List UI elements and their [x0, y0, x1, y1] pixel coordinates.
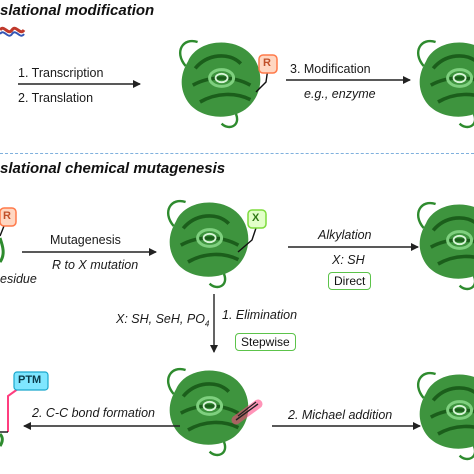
label-mutation: R to X mutation: [52, 258, 139, 272]
label-michael: 2. Michael addition: [288, 408, 393, 422]
mrna-strand: [0, 26, 26, 34]
residue-side-chain: [0, 225, 5, 237]
label-modification: 3. Modification: [290, 62, 371, 76]
badge-r-2-label: R: [3, 210, 11, 222]
section1-title: slational modification: [0, 2, 155, 19]
label-translation: 2. Translation: [18, 91, 94, 105]
label-x-list-subscript: 4: [204, 319, 210, 329]
label-elimination: 1. Elimination: [222, 308, 298, 322]
label-residue: esidue: [0, 272, 37, 286]
label-x-sh: X: SH: [332, 253, 365, 267]
label-x-list-text: X: SH, SeH, PO: [116, 312, 205, 326]
protein-3b: [416, 371, 474, 461]
protein-1: [178, 39, 263, 129]
protein-1b: [416, 39, 474, 129]
stepwise-box: Stepwise: [235, 333, 296, 351]
label-mutagenesis: Mutagenesis: [50, 233, 121, 247]
label-enzyme-example: e.g., enzyme: [304, 87, 376, 101]
ptm-linker: [7, 385, 23, 432]
label-cc-bond: 2. C-C bond formation: [32, 406, 155, 420]
badge-x: [247, 209, 267, 229]
label-transcription: 1. Transcription: [18, 66, 104, 80]
badge-x-label: X: [252, 212, 260, 224]
section-divider: [0, 153, 474, 154]
badge-r-1-label: R: [263, 57, 271, 69]
protein-2b: [416, 201, 474, 291]
direct-box: Direct: [328, 272, 372, 290]
side-chain-2: [237, 227, 257, 253]
ptm-badge: [13, 371, 49, 391]
protein-2: [166, 199, 251, 289]
label-x-list: X: SH, SeH, PO4: [116, 312, 209, 329]
protein-3: [166, 367, 251, 457]
badge-r-1: [258, 54, 278, 74]
section2-title: slational chemical mutagenesis: [0, 160, 226, 177]
badge-r-2: [0, 207, 17, 227]
ptm-label: PTM: [18, 374, 42, 386]
label-alkylation: Alkylation: [318, 228, 372, 242]
